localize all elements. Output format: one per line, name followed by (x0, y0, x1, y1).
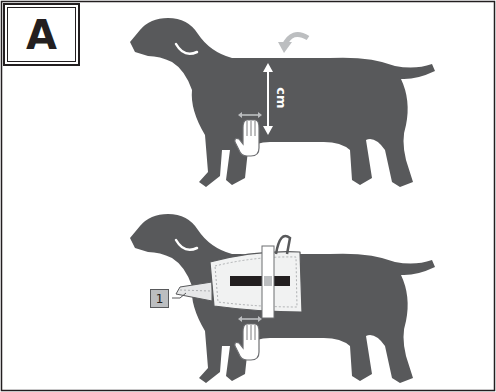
panel-letter-box: A (3, 3, 80, 66)
chest-strap (176, 282, 212, 301)
callout-number: 1 (156, 293, 164, 305)
hand-icon (235, 316, 262, 360)
leader-line (172, 293, 186, 298)
harness-pad (230, 276, 290, 286)
measure-arrow-heads (263, 63, 273, 135)
hand-icon (235, 112, 262, 156)
buckle-clip (264, 276, 272, 286)
measure-arrow (267, 70, 269, 128)
dog-silhouette (130, 214, 435, 383)
dimension-unit: cm (275, 87, 288, 108)
strap-stitch (180, 290, 210, 291)
harness-buckle (262, 246, 274, 318)
dog-silhouette (130, 18, 435, 187)
panel-letter: A (26, 15, 57, 55)
callout-box: 1 (150, 289, 169, 308)
turn-arrow-head (278, 42, 292, 53)
harness-stitch (215, 257, 297, 307)
harness-body (210, 252, 302, 312)
harness-handle (276, 236, 290, 254)
